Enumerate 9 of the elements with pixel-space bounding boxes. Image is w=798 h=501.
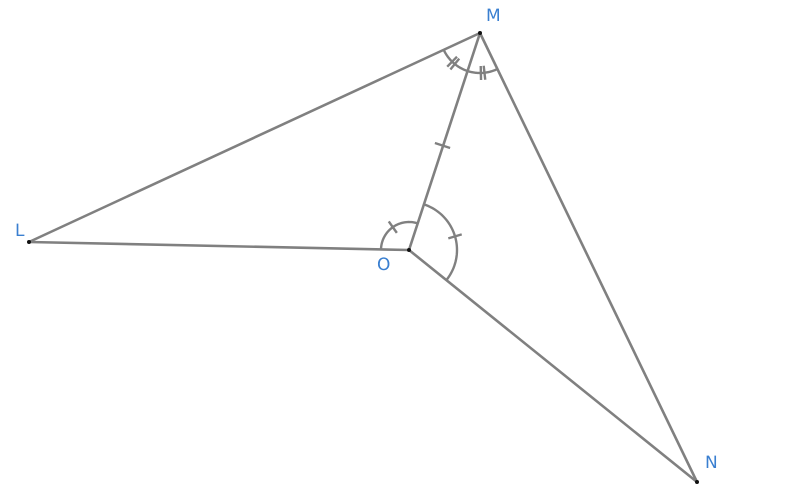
line-segment: [28, 240, 410, 252]
point-label: M: [486, 7, 501, 25]
point-label: O: [377, 256, 390, 274]
point-label: L: [15, 222, 24, 240]
line-segment: [28, 32, 481, 244]
line-segment: [408, 32, 482, 250]
point-label: N: [705, 454, 718, 472]
line-segment: [478, 32, 698, 483]
line-segment: [408, 248, 698, 484]
